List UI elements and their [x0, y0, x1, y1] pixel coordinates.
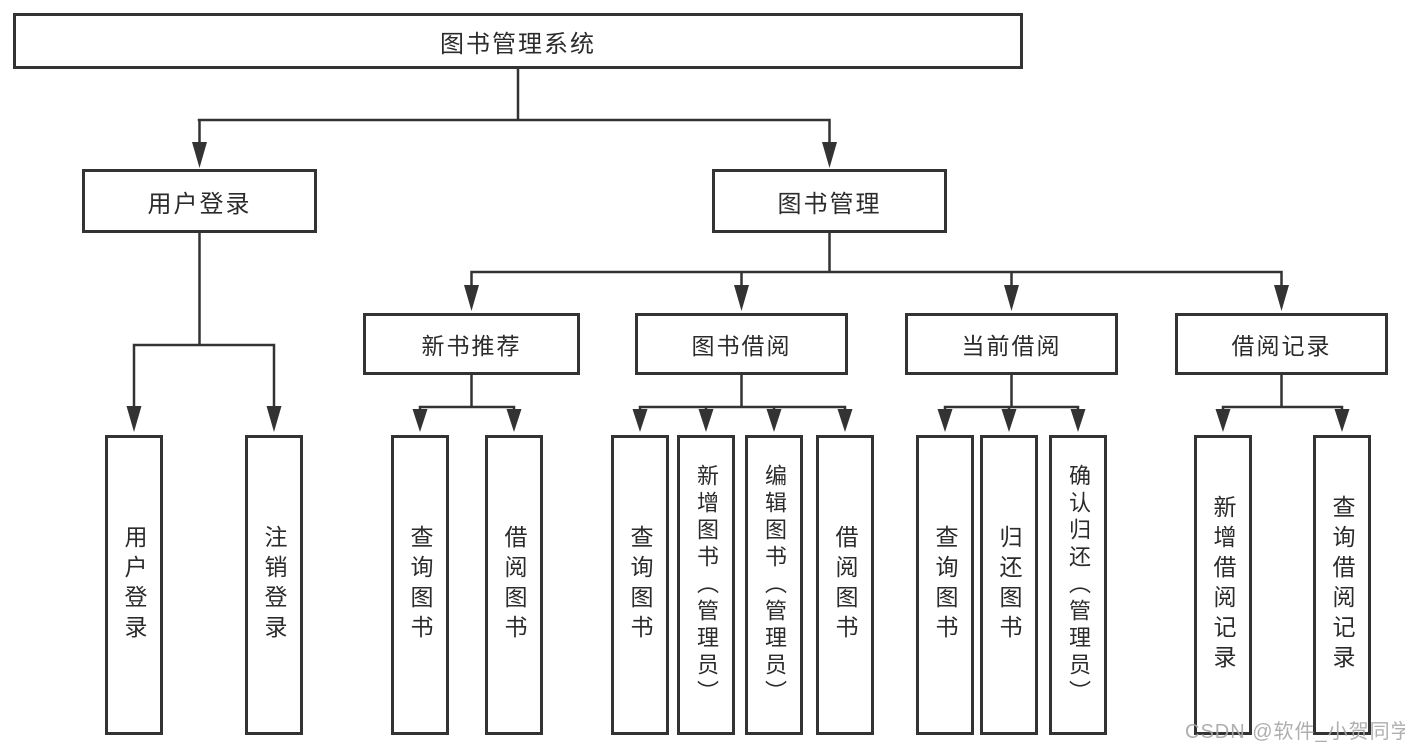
arrowheads: [126, 142, 1350, 432]
node-borrow-book-recommend: 借阅图书: [485, 435, 543, 735]
arrowhead-icon: [1004, 285, 1019, 311]
arrowhead-icon: [698, 409, 714, 432]
arrowhead-icon: [837, 409, 853, 432]
node-query-borrow-record: 查询借阅记录: [1313, 435, 1371, 735]
arrowhead-icon: [464, 285, 479, 311]
arrowhead-icon: [192, 142, 207, 168]
arrowhead-icon: [412, 409, 428, 432]
node-new-book-recommend: 新书推荐: [363, 313, 580, 375]
arrowhead-icon: [1070, 409, 1086, 432]
node-root: 图书管理系统: [13, 13, 1023, 69]
arrowhead-icon: [822, 142, 837, 168]
node-edit-book-admin: 编辑图书（管理员）: [745, 435, 803, 735]
arrowhead-icon: [1001, 409, 1017, 432]
arrowhead-icon: [1274, 285, 1289, 311]
node-query-book-recommend: 查询图书: [391, 435, 449, 735]
arrowhead-icon: [1215, 409, 1231, 432]
arrowhead-icon: [126, 406, 142, 432]
node-current-borrowing: 当前借阅: [905, 313, 1118, 375]
node-user-login: 用户登录: [82, 169, 317, 233]
arrowhead-icon: [937, 409, 953, 432]
node-query-book-borrowing: 查询图书: [611, 435, 669, 735]
node-add-book-admin: 新增图书（管理员）: [677, 435, 735, 735]
arrowhead-icon: [734, 285, 749, 311]
node-user-login-action: 用户登录: [105, 435, 163, 735]
arrowhead-icon: [506, 409, 522, 432]
node-return-book: 归还图书: [980, 435, 1038, 735]
node-query-book-current: 查询图书: [916, 435, 974, 735]
node-confirm-return-admin: 确认归还（管理员）: [1049, 435, 1107, 735]
arrowhead-icon: [1334, 409, 1350, 432]
node-book-management: 图书管理: [712, 169, 947, 233]
arrowhead-icon: [266, 406, 282, 432]
arrowhead-icon: [632, 409, 648, 432]
node-borrow-book: 借阅图书: [816, 435, 874, 735]
watermark: CSDN @软件_小贺同学: [1185, 721, 1405, 743]
node-borrowing-records: 借阅记录: [1175, 313, 1388, 375]
arrowhead-icon: [766, 409, 782, 432]
connector-edges: [132, 69, 1344, 412]
node-logout-action: 注销登录: [245, 435, 303, 735]
node-add-borrow-record: 新增借阅记录: [1194, 435, 1252, 735]
node-book-borrowing: 图书借阅: [635, 313, 848, 375]
